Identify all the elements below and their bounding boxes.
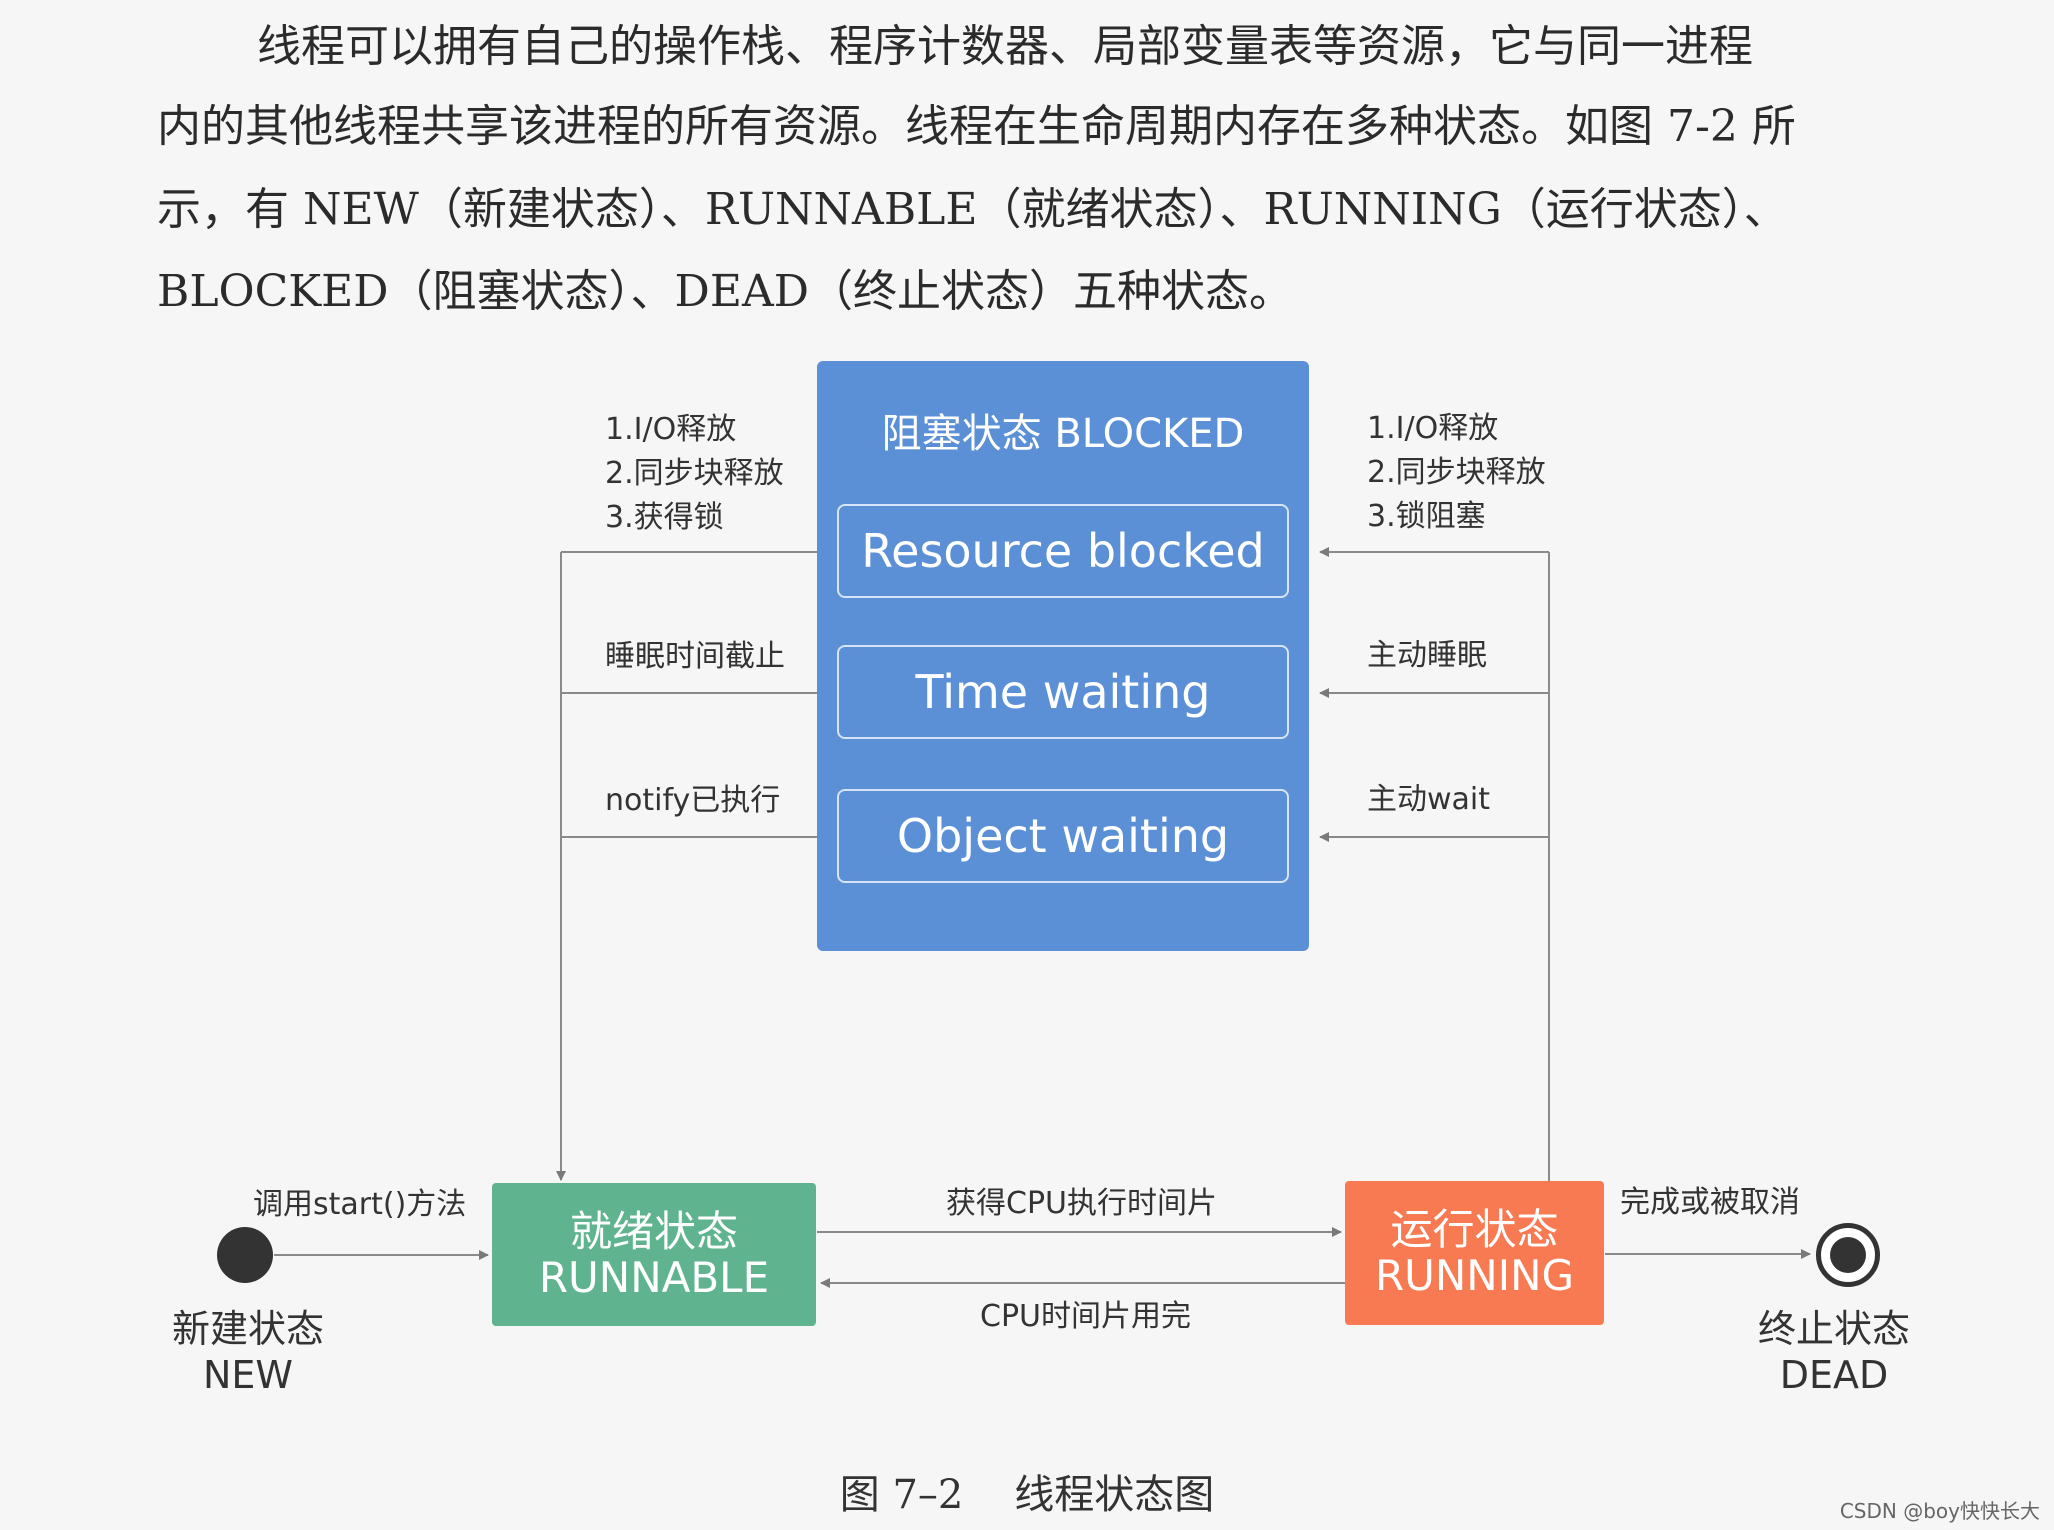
new-label-en: NEW bbox=[202, 1353, 293, 1397]
running-label-cn: 运行状态 bbox=[1390, 1205, 1559, 1254]
substate-resource-blocked: Resource blocked bbox=[837, 504, 1289, 598]
blocked-title: 阻塞状态 BLOCKED bbox=[881, 411, 1245, 457]
right-label-object: 主动wait bbox=[1367, 782, 1491, 817]
running-state-box: 运行状态 RUNNING bbox=[1345, 1181, 1604, 1325]
transition-label-get-cpu: 获得CPU执行时间片 bbox=[946, 1186, 1217, 1221]
left-label-resource-3: 3.获得锁 bbox=[605, 500, 724, 535]
right-label-resource-3: 3.锁阻塞 bbox=[1367, 499, 1486, 534]
running-label-en: RUNNING bbox=[1374, 1251, 1575, 1300]
right-label-resource-1: 1.I/O释放 bbox=[1367, 411, 1499, 446]
right-label-resource-2: 2.同步块释放 bbox=[1367, 455, 1546, 490]
runnable-label-en: RUNNABLE bbox=[538, 1252, 770, 1302]
dead-state-label: 终止状态 DEAD bbox=[1734, 1306, 1934, 1398]
dead-label-en: DEAD bbox=[1779, 1353, 1889, 1397]
blocked-state-box: 阻塞状态 BLOCKED Resource blocked Time waiti… bbox=[817, 361, 1309, 951]
new-label-cn: 新建状态 bbox=[171, 1307, 324, 1351]
left-label-resource-2: 2.同步块释放 bbox=[605, 456, 784, 491]
right-label-time: 主动睡眠 bbox=[1367, 638, 1487, 673]
runnable-state-box: 就绪状态 RUNNABLE bbox=[492, 1183, 816, 1326]
left-label-time: 睡眠时间截止 bbox=[605, 639, 785, 674]
dead-label-cn: 终止状态 bbox=[1757, 1307, 1910, 1351]
dead-state-dot bbox=[1816, 1223, 1880, 1287]
left-label-resource-1: 1.I/O释放 bbox=[605, 412, 737, 447]
runnable-label-cn: 就绪状态 bbox=[569, 1206, 738, 1256]
paragraph-line-1: 线程可以拥有自己的操作栈、程序计数器、局部变量表等资源，它与同一进程 bbox=[257, 21, 1753, 72]
paragraph-line-2: 内的其他线程共享该进程的所有资源。线程在生命周期内存在多种状态。如图 7-2 所 bbox=[157, 101, 1796, 152]
paragraph-line-4: BLOCKED（阻塞状态）、DEAD（终止状态）五种状态。 bbox=[157, 266, 1294, 317]
substate-object-waiting: Object waiting bbox=[837, 789, 1289, 883]
left-label-object: notify已执行 bbox=[605, 783, 781, 818]
transition-label-cpu-used: CPU时间片用完 bbox=[980, 1299, 1191, 1334]
transition-label-finish: 完成或被取消 bbox=[1620, 1185, 1800, 1220]
new-state-label: 新建状态 NEW bbox=[148, 1306, 348, 1398]
new-state-dot bbox=[217, 1227, 273, 1283]
watermark: CSDN @boy快快长大 bbox=[1839, 1499, 2040, 1523]
transition-label-start: 调用start()方法 bbox=[253, 1187, 467, 1222]
figure-caption: 图 7–2 线程状态图 bbox=[839, 1472, 1215, 1518]
paragraph-line-3: 示，有 NEW（新建状态）、RUNNABLE（就绪状态）、RUNNING（运行状… bbox=[157, 184, 1788, 235]
substate-time-waiting: Time waiting bbox=[837, 645, 1289, 739]
